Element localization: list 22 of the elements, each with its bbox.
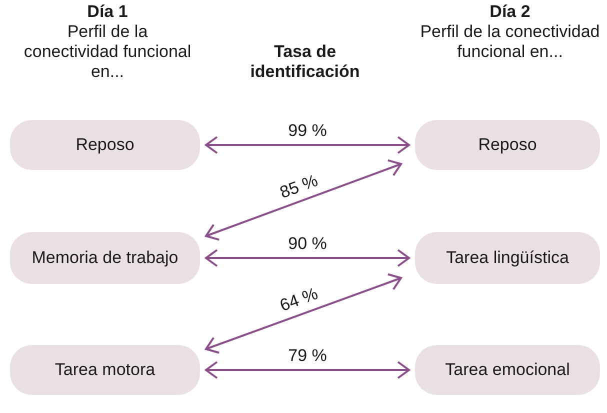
column-heading: Día 1 [86,2,129,22]
box-label: Reposo [76,135,134,155]
column-subheading: Perfil de la conectividad funcional en... [22,22,192,82]
double-arrow [205,136,410,154]
column-heading: Día 2 [488,2,532,22]
column-subheading: Perfil de la conectividad funcional en... [420,22,600,62]
box-label: Tarea motora [54,360,156,380]
box-label: Reposo [478,135,537,155]
rounded-box [415,120,600,170]
rounded-box [415,345,600,395]
rounded-box [10,345,200,395]
box-label: Tarea emocional [445,360,570,380]
column-heading: Tasa de identificación [249,42,361,82]
double-arrow [205,273,402,354]
box-label: Memoria de trabajo [32,248,178,268]
double-arrow [205,361,410,379]
double-arrow [205,249,410,267]
box-label: Tarea lingüística [446,248,569,268]
rounded-box [10,120,200,170]
double-arrow [205,159,402,241]
rounded-box [10,232,200,284]
rounded-box [415,232,600,284]
